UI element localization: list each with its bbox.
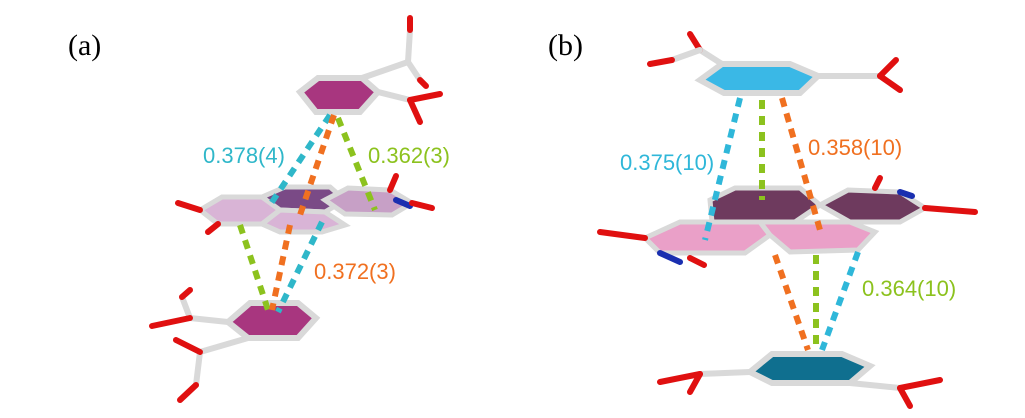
- contact-a-0362-upper: [335, 116, 378, 212]
- contact-b-0375-lower: [819, 250, 861, 352]
- panel-a-top-ring: [295, 15, 443, 125]
- distance-label-b-2: 0.358(10): [808, 135, 902, 160]
- distance-label-a-2: 0.362(3): [368, 143, 450, 168]
- panel-a-core-rings: [175, 173, 435, 235]
- distance-label-b-3: 0.364(10): [862, 276, 956, 301]
- contact-a-0372-upper: [297, 114, 337, 216]
- contact-b-0375-upper: [702, 97, 743, 241]
- panel-b-core-rings: [597, 175, 978, 268]
- contact-a-0378-lower: [275, 220, 325, 314]
- panel-b-bottom-ring: [657, 351, 943, 409]
- contact-b-0358-lower: [772, 254, 811, 351]
- contact-a-0362-lower: [237, 224, 271, 311]
- panel-b-label: (b): [548, 29, 583, 62]
- distance-label-b-1: 0.375(10): [620, 150, 714, 175]
- contact-b-0358-upper: [779, 97, 823, 231]
- panel-b-top-ring: [647, 31, 903, 96]
- panel-a-label: (a): [68, 29, 101, 62]
- panel-a-bottom-ring: [149, 287, 321, 403]
- contact-a-0372-lower: [269, 224, 293, 311]
- distance-label-a-3: 0.372(3): [314, 259, 396, 284]
- contact-a-0378-upper: [267, 113, 333, 207]
- distance-label-a-1: 0.378(4): [203, 143, 285, 168]
- panel-b: (b): [548, 29, 978, 409]
- panel-a: (a): [68, 15, 450, 403]
